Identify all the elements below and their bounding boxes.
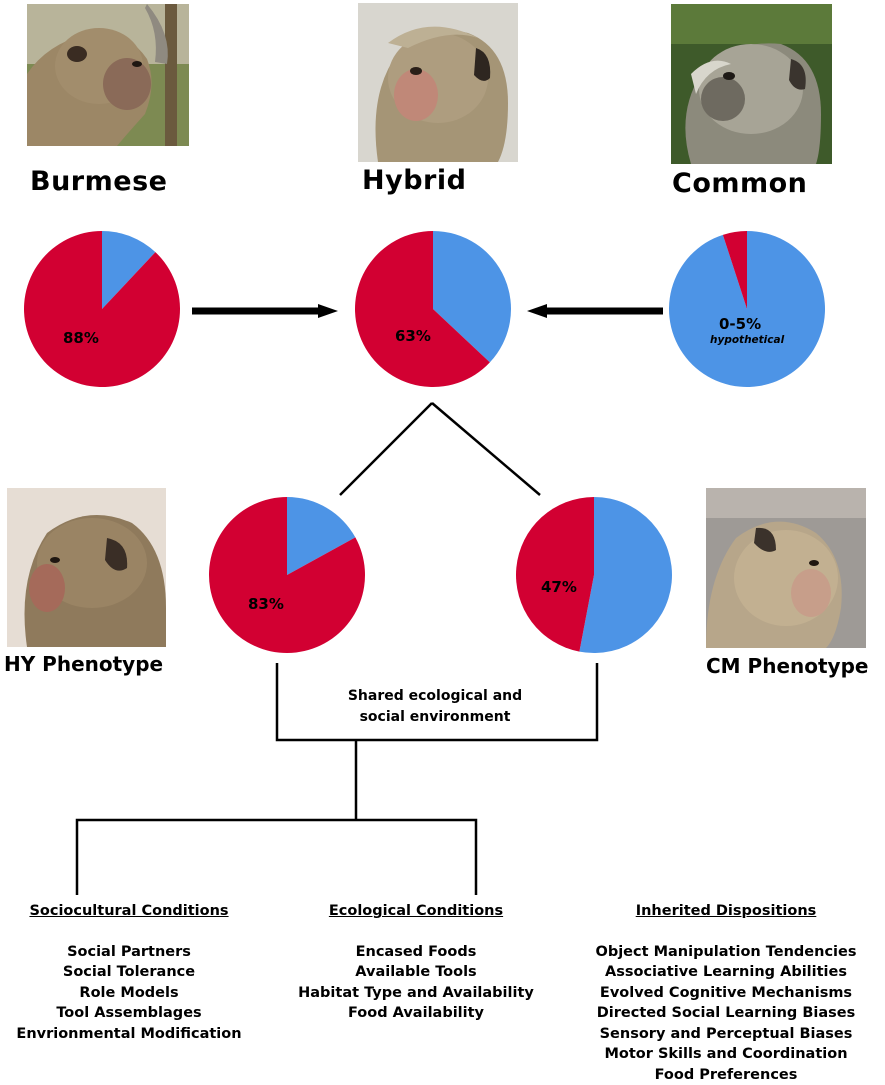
hy-pie	[209, 497, 365, 653]
sociocultural-heading: Sociocultural Conditions	[0, 901, 258, 922]
list-item: Tool Assemblages	[0, 1003, 258, 1024]
shared-environment-label: Shared ecological and social environment	[300, 686, 570, 728]
cm-pie-label: 47%	[541, 578, 577, 596]
hybrid-pie	[355, 231, 511, 387]
list-item: Social Partners	[0, 942, 258, 963]
list-item: Sensory and Perceptual Biases	[578, 1024, 874, 1045]
ecological-column: Ecological Conditions Encased Foods Avai…	[278, 901, 554, 1024]
list-item: Object Manipulation Tendencies	[578, 942, 874, 963]
cm-pie	[516, 497, 672, 653]
list-item: Role Models	[0, 983, 258, 1004]
list-item: Available Tools	[278, 962, 554, 983]
common-pie-sublabel: hypothetical	[710, 334, 784, 346]
common-pie	[669, 231, 825, 387]
list-item: Encased Foods	[278, 942, 554, 963]
shared-line-1: Shared ecological and	[300, 686, 570, 707]
shared-line-2: social environment	[300, 707, 570, 728]
ecological-heading: Ecological Conditions	[278, 901, 554, 922]
burmese-pie	[24, 231, 180, 387]
list-item: Food Availability	[278, 1003, 554, 1024]
list-item: Food Preferences	[578, 1065, 874, 1085]
inherited-heading: Inherited Dispositions	[578, 901, 874, 922]
list-item: Motor Skills and Coordination	[578, 1044, 874, 1065]
hy-pie-label: 83%	[248, 595, 284, 613]
list-item: Evolved Cognitive Mechanisms	[578, 983, 874, 1004]
common-pie-label: 0-5%	[719, 315, 761, 333]
sociocultural-column: Sociocultural Conditions Social Partners…	[0, 901, 258, 1044]
list-item: Habitat Type and Availability	[278, 983, 554, 1004]
list-item: Directed Social Learning Biases	[578, 1003, 874, 1024]
inherited-column: Inherited Dispositions Object Manipulati…	[578, 901, 874, 1085]
burmese-pie-label: 88%	[63, 329, 99, 347]
cm-phenotype-label: CM Phenotype	[706, 654, 868, 678]
list-item: Associative Learning Abilities	[578, 962, 874, 983]
hy-phenotype-label: HY Phenotype	[4, 652, 163, 676]
list-item: Envrionmental Modification	[0, 1024, 258, 1045]
hybrid-pie-label: 63%	[395, 327, 431, 345]
list-item: Social Tolerance	[0, 962, 258, 983]
cm-red-slice	[516, 497, 594, 652]
